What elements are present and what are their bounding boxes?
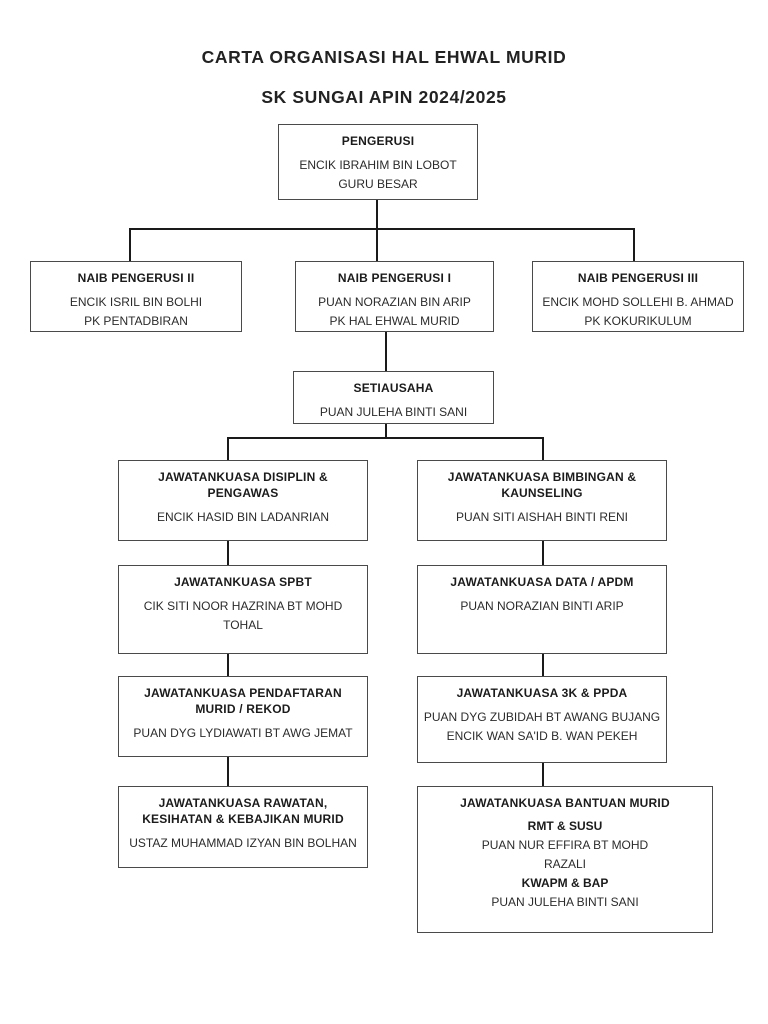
connector-drop-naib3 <box>633 228 635 261</box>
page-title: CARTA ORGANISASI HAL EHWAL MURID <box>201 47 567 67</box>
person-name: PUAN JULEHA BINTI SANI <box>319 405 468 419</box>
box-title: JAWATANKUASA DISIPLIN & PENGAWAS <box>119 461 367 501</box>
person-name: PUAN DYG LYDIAWATI BT AWG JEMAT <box>133 726 353 740</box>
page-subtitle: SK SUNGAI APIN 2024/2025 <box>261 87 507 107</box>
program-label-rmt-susu: RMT & SUSU <box>527 819 603 833</box>
box-title-line: JAWATANKUASA BIMBINGAN & <box>447 470 637 484</box>
org-box-3k-ppda: JAWATANKUASA 3K & PPDA PUAN DYG ZUBIDAH … <box>417 676 667 763</box>
box-title-line: SETIAUSAHA <box>353 381 434 395</box>
box-title-line: JAWATANKUASA DATA / APDM <box>450 575 634 589</box>
program-label-kwapm-bap: KWAPM & BAP <box>521 876 609 890</box>
person-role: PK KOKURIKULUM <box>584 314 692 328</box>
org-box-bimbingan-kaunseling: JAWATANKUASA BIMBINGAN & KAUNSELING PUAN… <box>417 460 667 541</box>
org-box-naib-pengerusi-3: NAIB PENGERUSI III ENCIK MOHD SOLLEHI B.… <box>532 261 744 332</box>
box-names: CIK SITI NOOR HAZRINA BT MOHD TOHAL <box>119 597 367 635</box>
box-title-line: NAIB PENGERUSI III <box>577 271 699 285</box>
org-box-disiplin-pengawas: JAWATANKUASA DISIPLIN & PENGAWAS ENCIK H… <box>118 460 368 541</box>
box-title-line: JAWATANKUASA 3K & PPDA <box>456 686 628 700</box>
person-name: RAZALI <box>543 857 586 871</box>
connector-setiausaha-stub <box>385 424 387 437</box>
connector-drop-left-column <box>227 437 229 460</box>
box-title-line: JAWATANKUASA BANTUAN MURID <box>460 796 670 810</box>
box-title-line: KESIHATAN & KEBAJIKAN MURID <box>142 812 344 826</box>
box-title-line: NAIB PENGERUSI I <box>337 271 452 285</box>
box-title-line: JAWATANKUASA SPBT <box>174 575 312 589</box>
box-names: ENCIK MOHD SOLLEHI B. AHMAD PK KOKURIKUL… <box>533 293 743 331</box>
connector-left-3-4 <box>227 757 229 786</box>
person-role: PK PENTADBIRAN <box>84 314 188 328</box>
person-name: PUAN NORAZIAN BIN ARIP <box>318 295 471 309</box>
org-box-setiausaha: SETIAUSAHA PUAN JULEHA BINTI SANI <box>293 371 494 424</box>
box-title: JAWATANKUASA PENDAFTARAN MURID / REKOD <box>119 677 367 717</box>
connector-naib-horizontal <box>129 228 635 230</box>
org-box-naib-pengerusi-2: NAIB PENGERUSI II ENCIK ISRIL BIN BOLHI … <box>30 261 242 332</box>
person-name: ENCIK MOHD SOLLEHI B. AHMAD <box>542 295 734 309</box>
box-title-line: JAWATANKUASA PENDAFTARAN <box>144 686 342 700</box>
box-title: NAIB PENGERUSI I <box>296 262 493 286</box>
box-title-line: KAUNSELING <box>501 486 583 500</box>
box-names: ENCIK ISRIL BIN BOLHI PK PENTADBIRAN <box>31 293 241 331</box>
org-box-spbt: JAWATANKUASA SPBT CIK SITI NOOR HAZRINA … <box>118 565 368 654</box>
box-names: PUAN NORAZIAN BINTI ARIP <box>418 597 666 616</box>
box-names: ENCIK HASID BIN LADANRIAN <box>119 508 367 527</box>
connector-left-2-3 <box>227 654 229 676</box>
box-names: PUAN DYG ZUBIDAH BT AWANG BUJANG ENCIK W… <box>418 708 666 746</box>
box-title-line: JAWATANKUASA DISIPLIN & <box>158 470 328 484</box>
connector-pengerusi-stub <box>376 200 378 228</box>
person-name: PUAN SITI AISHAH BINTI RENI <box>455 510 629 524</box>
box-names: PUAN JULEHA BINTI SANI <box>294 403 493 422</box>
box-title-line: PENGERUSI <box>341 134 415 148</box>
person-name: TOHAL <box>223 618 263 632</box>
box-title-line: PENGAWAS <box>207 486 279 500</box>
box-names: PUAN DYG LYDIAWATI BT AWG JEMAT <box>119 724 367 743</box>
box-names: USTAZ MUHAMMAD IZYAN BIN BOLHAN <box>119 834 367 853</box>
box-title-line: JAWATANKUASA RAWATAN, <box>158 796 328 810</box>
org-box-data-apdm: JAWATANKUASA DATA / APDM PUAN NORAZIAN B… <box>417 565 667 654</box>
connector-drop-naib1 <box>376 228 378 261</box>
org-box-rawatan-kesihatan-kebajikan: JAWATANKUASA RAWATAN, KESIHATAN & KEBAJI… <box>118 786 368 868</box>
box-title: PENGERUSI <box>279 125 477 149</box>
connector-right-1-2 <box>542 541 544 565</box>
person-name: PUAN NUR EFFIRA BT MOHD <box>481 838 649 852</box>
org-box-pengerusi: PENGERUSI ENCIK IBRAHIM BIN LOBOT GURU B… <box>278 124 478 200</box>
person-role: GURU BESAR <box>338 177 418 191</box>
box-title: NAIB PENGERUSI III <box>533 262 743 286</box>
person-name: ENCIK WAN SA'ID B. WAN PEKEH <box>446 729 638 743</box>
person-name: PUAN NORAZIAN BINTI ARIP <box>460 599 624 613</box>
box-title: JAWATANKUASA DATA / APDM <box>418 566 666 590</box>
org-box-bantuan-murid: JAWATANKUASA BANTUAN MURID RMT & SUSU PU… <box>417 786 713 933</box>
box-names: PUAN SITI AISHAH BINTI RENI <box>418 508 666 527</box>
connector-drop-naib2 <box>129 228 131 261</box>
box-title: JAWATANKUASA RAWATAN, KESIHATAN & KEBAJI… <box>119 787 367 827</box>
box-title-line: NAIB PENGERUSI II <box>77 271 195 285</box>
box-title: JAWATANKUASA SPBT <box>119 566 367 590</box>
connector-left-1-2 <box>227 541 229 565</box>
box-title: JAWATANKUASA BIMBINGAN & KAUNSELING <box>418 461 666 501</box>
person-name: PUAN DYG ZUBIDAH BT AWANG BUJANG <box>423 710 661 724</box>
person-name: ENCIK HASID BIN LADANRIAN <box>156 510 330 524</box>
box-title: NAIB PENGERUSI II <box>31 262 241 286</box>
org-box-naib-pengerusi-1: NAIB PENGERUSI I PUAN NORAZIAN BIN ARIP … <box>295 261 494 332</box>
box-title: JAWATANKUASA BANTUAN MURID <box>418 787 712 811</box>
person-name: CIK SITI NOOR HAZRINA BT MOHD <box>143 599 343 613</box>
person-name: ENCIK IBRAHIM BIN LOBOT <box>299 158 457 172</box>
connector-right-3-4 <box>542 763 544 786</box>
connector-right-2-3 <box>542 654 544 676</box>
person-name: ENCIK ISRIL BIN BOLHI <box>69 295 203 309</box>
person-role: PK HAL EHWAL MURID <box>329 314 460 328</box>
connector-drop-right-column <box>542 437 544 460</box>
person-name: PUAN JULEHA BINTI SANI <box>491 895 639 909</box>
box-names: ENCIK IBRAHIM BIN LOBOT GURU BESAR <box>279 156 477 194</box>
connector-naib1-setiausaha <box>385 332 387 371</box>
box-title: JAWATANKUASA 3K & PPDA <box>418 677 666 701</box>
box-names: RMT & SUSU PUAN NUR EFFIRA BT MOHD RAZAL… <box>418 817 712 912</box>
box-names: PUAN NORAZIAN BIN ARIP PK HAL EHWAL MURI… <box>296 293 493 331</box>
box-title-line: MURID / REKOD <box>195 702 291 716</box>
connector-columns-horizontal <box>227 437 544 439</box>
box-title: SETIAUSAHA <box>294 372 493 396</box>
person-name: USTAZ MUHAMMAD IZYAN BIN BOLHAN <box>129 836 357 850</box>
org-box-pendaftaran-murid-rekod: JAWATANKUASA PENDAFTARAN MURID / REKOD P… <box>118 676 368 757</box>
